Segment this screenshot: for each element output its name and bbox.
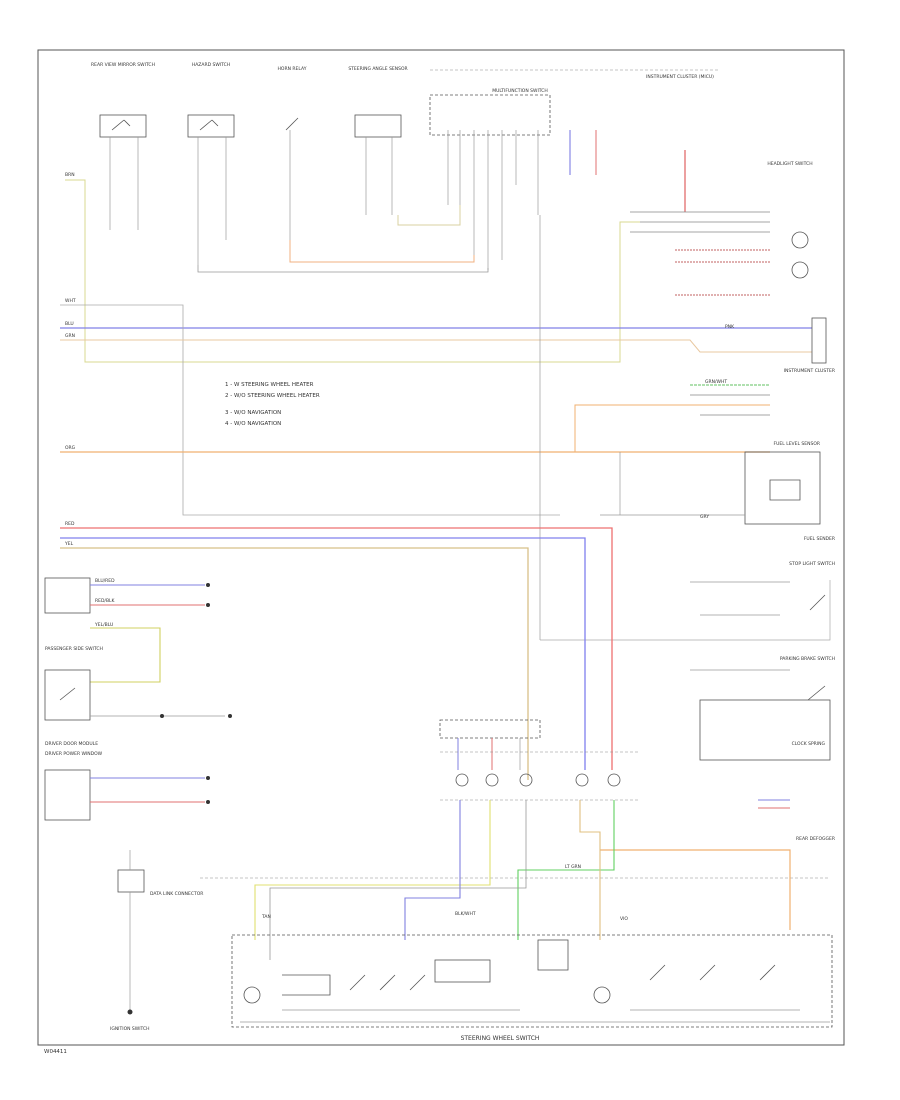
wire-tag-1: BRN <box>65 172 75 178</box>
wire-yellow-left-loop <box>90 627 161 683</box>
right-label-4: STOP LIGHT SWITCH <box>789 561 835 567</box>
top-label-5: MULTIFUNCTION SWITCH <box>492 88 548 94</box>
wire-blue-drop <box>60 537 586 770</box>
fuel-sensor-element <box>769 479 801 501</box>
wire-yellow-long <box>65 179 640 363</box>
right-top-wires <box>630 211 809 296</box>
left-passenger-switch <box>44 669 232 721</box>
wire-tag-3: BLU <box>65 321 74 327</box>
cluster-input-wires <box>574 384 770 452</box>
wire-tag-8: BLK/WHT <box>455 911 476 917</box>
top-connector <box>429 94 551 136</box>
right-label-6: CLOCK SPRING <box>792 741 826 747</box>
top-label-7: HEADLIGHT SWITCH <box>767 161 812 167</box>
wire-tag-14: YEL/BLU <box>94 622 113 628</box>
wire-gray-right-loop <box>540 580 831 641</box>
wire-tan-long <box>60 339 812 353</box>
top-label-4: STEERING ANGLE SENSOR <box>348 66 407 72</box>
wire-gray-long <box>60 304 560 516</box>
legend-line-1: 1 - W STEERING WHEEL HEATER <box>225 382 314 388</box>
fuel-level-sensor <box>744 451 821 525</box>
top-label-3: HORN RELAY <box>278 66 307 72</box>
wire-tan-top <box>397 205 461 226</box>
left-label-5: IGNITION SWITCH <box>110 1026 150 1032</box>
right-label-2: FUEL LEVEL SENSOR <box>774 441 820 447</box>
wire-tan-drop <box>60 547 529 780</box>
wire-gray-top <box>197 265 489 273</box>
top-switch-2 <box>187 114 235 265</box>
wire-tag-2: WHT <box>65 298 76 304</box>
left-power-window-switch <box>44 577 210 614</box>
instrument-cluster-block <box>811 317 827 364</box>
footer-code: W04411 <box>44 1049 67 1055</box>
right-label-5: PARKING BRAKE SWITCH <box>780 656 835 662</box>
top-connector-pins <box>447 130 597 270</box>
top-switch-1 <box>99 114 147 230</box>
wire-tag-5: ORG <box>65 445 76 451</box>
right-switch-stoplight <box>690 581 826 616</box>
top-switch-3 <box>285 117 299 240</box>
wire-tag-9: GRY <box>700 514 709 520</box>
wire-tag-11: BLU/RED <box>95 578 115 584</box>
combination-switch-pins <box>457 738 521 770</box>
wire-gray-lower <box>269 800 527 960</box>
left-driver-door-module <box>44 769 210 821</box>
wire-tag-13: RED/BLK <box>95 598 116 604</box>
wire-tag-15: LT GRN <box>565 864 581 870</box>
wire-tag-4: GRN <box>65 333 75 339</box>
right-switch-parking <box>690 669 826 701</box>
wire-tag-10: PNK <box>725 324 735 330</box>
legend-line-3: 3 - W/O NAVIGATION <box>225 410 281 416</box>
clock-spring-box <box>699 699 831 761</box>
diagram-frame <box>37 49 845 1046</box>
combination-switch-box <box>439 719 541 739</box>
wire-green-lower <box>517 800 615 940</box>
steering-switch-contents <box>240 939 830 1023</box>
wire-tag-17: TAN <box>261 914 271 920</box>
left-label-1: PASSENGER SIDE SWITCH <box>45 646 103 652</box>
left-label-4: DATA LINK CONNECTOR <box>150 891 203 897</box>
wire-red-drop <box>60 527 613 770</box>
wire-orange-right <box>600 849 791 930</box>
left-label-3: DRIVER POWER WINDOW <box>45 751 103 757</box>
right-label-3: FUEL SENDER <box>804 536 835 542</box>
top-label-1: REAR VIEW MIRROR SWITCH <box>91 62 155 68</box>
bottom-title: STEERING WHEEL SWITCH <box>461 1035 540 1042</box>
connector-row-terminals <box>455 773 621 787</box>
left-label-2: DRIVER DOOR MODULE <box>45 741 98 747</box>
wire-tag-6: RED <box>65 521 75 527</box>
top-label-6: INSTRUMENT CLUSTER (MICU) <box>646 74 714 80</box>
legend-line-4: 4 - W/O NAVIGATION <box>225 421 281 427</box>
wire-tag-12: GRN/WHT <box>705 379 727 385</box>
steering-wheel-switch-box <box>231 934 833 1028</box>
right-label-7: REAR DEFOGGER <box>796 836 835 842</box>
wire-tan-lower <box>579 800 601 940</box>
top-label-2: HAZARD SWITCH <box>192 62 230 68</box>
wire-yellow-lower <box>254 800 491 940</box>
right-label-1: INSTRUMENT CLUSTER <box>784 368 835 374</box>
top-switch-4 <box>354 114 402 215</box>
wire-tag-7: YEL <box>64 541 74 547</box>
wire-orange-top <box>289 240 475 263</box>
wire-tag-16: VIO <box>620 916 628 922</box>
left-relay <box>117 850 145 1015</box>
wire-blue-lower <box>404 800 461 940</box>
legend-line-2: 2 - W/O STEERING WHEEL HEATER <box>225 393 320 399</box>
